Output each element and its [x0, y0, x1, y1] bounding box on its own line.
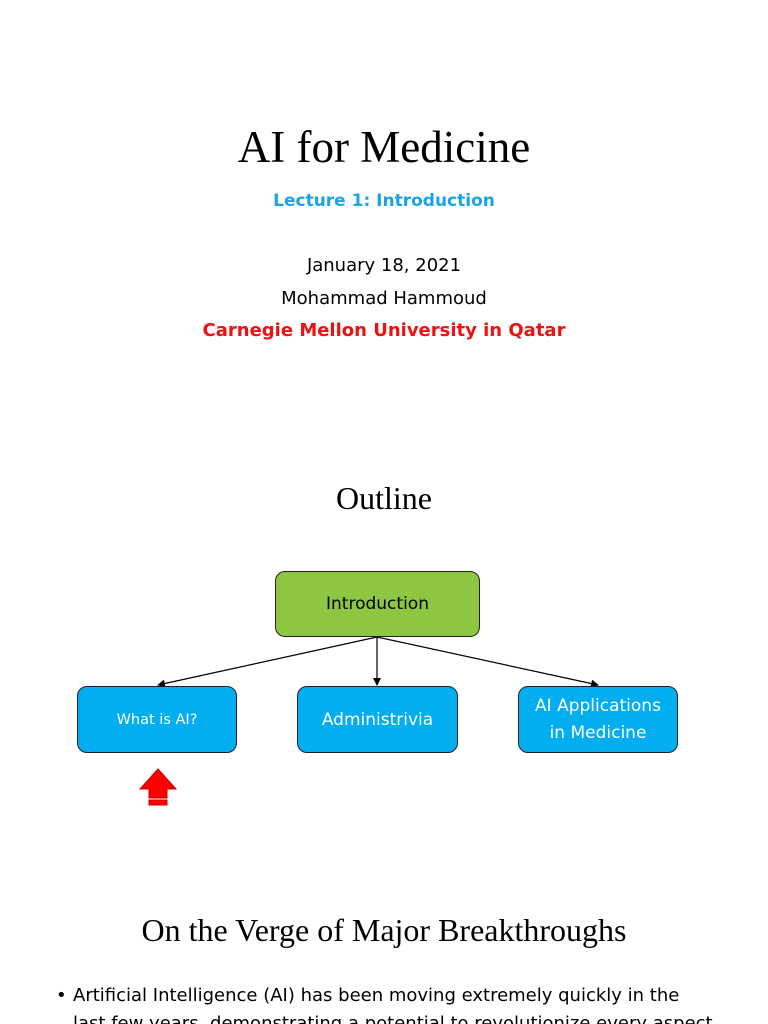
lecture-subtitle: Lecture 1: Introduction — [273, 191, 495, 211]
bullet-marker: • — [56, 985, 67, 1006]
lecture-title: AI for Medicine — [237, 122, 531, 172]
lecture-author: Mohammad Hammoud — [281, 288, 487, 309]
node-what-is-ai: What is AI? — [77, 686, 237, 753]
lecture-date: January 18, 2021 — [306, 255, 462, 276]
node-ai-applications: AI Applications in Medicine — [518, 686, 678, 753]
node-introduction: Introduction — [275, 571, 480, 637]
connector-to-what-is-ai — [157, 636, 378, 688]
node-administrivia: Administrivia — [297, 686, 458, 753]
up-arrow-icon — [139, 768, 177, 806]
connector-to-applications — [376, 636, 599, 688]
outline-title: Outline — [336, 480, 432, 516]
lecture-affiliation: Carnegie Mellon University in Qatar — [202, 320, 566, 341]
breakthroughs-title: On the Verge of Major Breakthroughs — [141, 912, 627, 948]
bullet-text-line-1: Artificial Intelligence (AI) has been mo… — [73, 985, 680, 1006]
bullet-text-line-2: last few years, demonstrating a potentia… — [73, 1013, 713, 1024]
bullet-item: • Artificial Intelligence (AI) has been … — [56, 982, 756, 1024]
bullet-text: Artificial Intelligence (AI) has been mo… — [73, 982, 756, 1024]
